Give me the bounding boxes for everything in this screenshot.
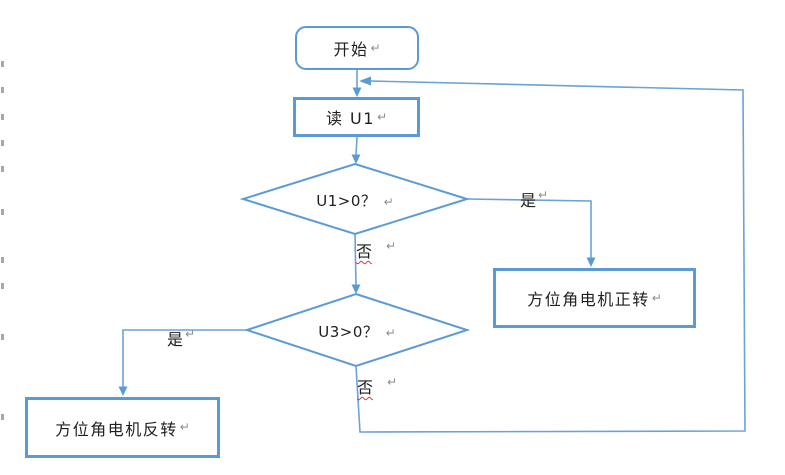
node-start-label: 开始	[333, 40, 369, 59]
margin-tick	[1, 414, 4, 420]
margin-tick	[1, 114, 4, 120]
paragraph-mark: ↵	[385, 326, 396, 340]
arrowhead-loop-into-top-connector	[359, 76, 371, 86]
decision-u3-label: U3>0？	[318, 323, 379, 341]
connector-loop-back	[355, 80, 746, 433]
edge-label-u3-no-text: 否	[357, 378, 374, 397]
paragraph-mark: ↵	[179, 420, 190, 435]
arrowhead-into-reverse	[118, 386, 128, 396]
paragraph-mark: ↵	[376, 109, 388, 124]
node-motor-reverse-label: 方位角电机反转	[55, 419, 178, 439]
node-read-u1-label: 读 U1	[325, 109, 375, 128]
paragraph-mark: ↵	[185, 327, 196, 341]
decision-u3-text: U3>0？ ↵	[247, 321, 467, 342]
node-motor-forward-label: 方位角电机正转	[527, 290, 650, 309]
margin-tick	[1, 140, 4, 146]
paragraph-mark: ↵	[651, 290, 662, 305]
paragraph-mark: ↵	[387, 375, 398, 389]
decision-u3-diamond	[243, 292, 471, 368]
margin-tick	[1, 61, 4, 67]
paragraph-mark: ↵	[370, 40, 381, 55]
connector-u1-yes-to-forward	[466, 198, 592, 258]
margin-tick	[1, 257, 4, 263]
paragraph-mark: ↵	[538, 188, 549, 202]
connector-u3-yes-to-reverse	[122, 329, 247, 387]
margin-tick	[1, 334, 4, 340]
decision-u1-label: U1>0？	[316, 192, 377, 210]
connector-read-to-decision-u1	[355, 136, 358, 156]
decision-u1-diamond	[239, 162, 471, 236]
node-motor-forward: 方位角电机正转 ↵	[493, 268, 696, 328]
arrowhead-into-decision-u3	[351, 284, 361, 294]
node-start: 开始 ↵	[295, 26, 419, 70]
edge-label-u1-yes: 是 ↵	[520, 187, 548, 211]
arrowhead-into-forward	[586, 257, 596, 267]
edge-label-u3-no: 否 ↵	[357, 374, 397, 398]
paragraph-mark: ↵	[386, 239, 397, 253]
decision-u1-text: U1>0？ ↵	[243, 190, 467, 211]
margin-tick	[1, 283, 4, 289]
edge-label-u1-no: 否 ↵	[356, 238, 396, 262]
node-read-u1: 读 U1 ↵	[293, 97, 420, 137]
margin-tick	[1, 209, 4, 215]
node-motor-reverse: 方位角电机反转 ↵	[25, 397, 220, 458]
edge-label-u1-yes-text: 是	[520, 191, 537, 210]
edge-label-u3-yes: 是 ↵	[167, 326, 195, 350]
edge-label-u3-yes-text: 是	[167, 330, 184, 349]
margin-tick	[1, 166, 4, 172]
edge-label-u1-no-text: 否	[356, 242, 373, 261]
arrowhead-into-read	[352, 87, 362, 97]
arrowhead-into-decision-u1	[351, 154, 361, 164]
paragraph-mark: ↵	[383, 195, 394, 209]
connector-decision-u1-to-decision-u3	[354, 233, 357, 286]
margin-tick	[1, 87, 4, 93]
